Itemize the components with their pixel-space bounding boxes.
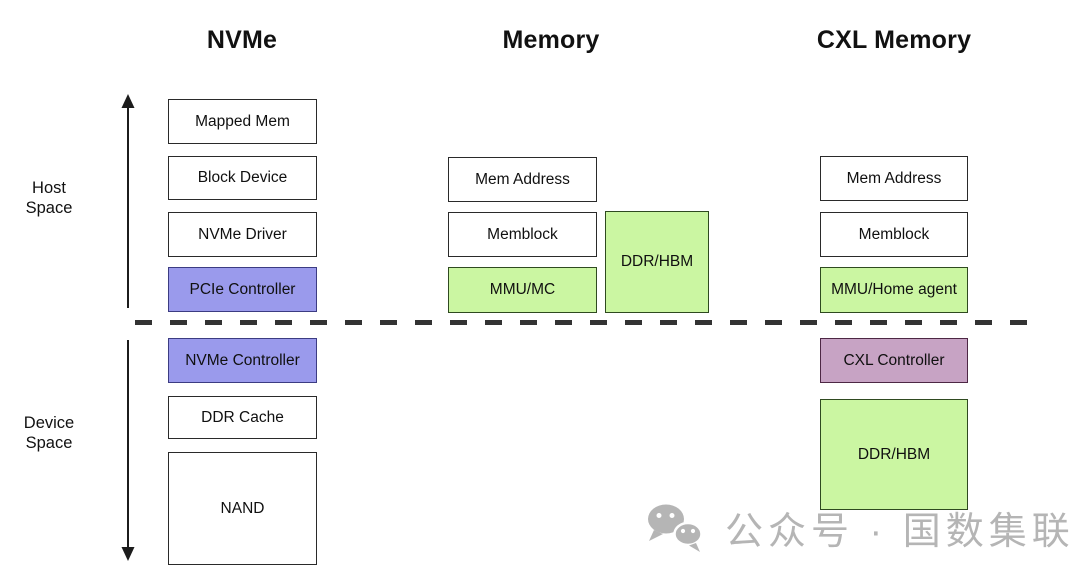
box-memory-memblock: Memblock [448,212,597,257]
host-space-label: Host Space [4,178,94,218]
box-cxl-memblock: Memblock [820,212,968,257]
device-space-label-line1: Device [23,414,75,432]
watermark-text: 公众号 · 国数集联 [725,511,1075,553]
box-memory-ddr-hbm: DDR/HBM [605,211,709,313]
box-nvme-controller: NVMe Controller [168,338,317,383]
box-mapped-mem: Mapped Mem [168,99,317,144]
device-space-arrow-down-icon [121,340,135,561]
column-title-memory: Memory [502,26,600,54]
box-cxl-controller: CXL Controller [820,338,968,383]
device-space-label: Device Space [4,413,94,453]
box-pcie-controller: PCIe Controller [168,267,317,312]
device-space-label-line2: Space [25,434,73,452]
column-title-nvme: NVMe [206,26,278,54]
wechat-icon [648,504,703,552]
box-block-device: Block Device [168,156,317,200]
box-ddr-cache: DDR Cache [168,396,317,439]
column-title-cxl-memory: CXL Memory [816,26,972,54]
box-nvme-driver: NVMe Driver [168,212,317,257]
box-cxl-mem-address: Mem Address [820,156,968,201]
box-mmu-mc: MMU/MC [448,267,597,313]
host-space-label-line2: Space [25,199,73,217]
box-mmu-home-agent: MMU/Home agent [820,267,968,313]
box-memory-mem-address: Mem Address [448,157,597,202]
host-device-divider [135,320,1036,325]
box-cxl-ddr-hbm: DDR/HBM [820,399,968,510]
box-nand: NAND [168,452,317,565]
host-space-label-line1: Host [32,179,66,197]
watermark: 公众号 · 国数集联 [645,500,1075,555]
host-space-arrow-up-icon [121,94,135,308]
